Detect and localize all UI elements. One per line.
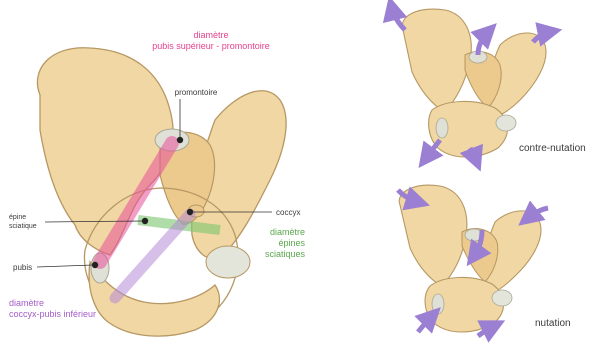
- contre-nutation-pelvis: [402, 9, 546, 157]
- curved-arrow-icon: [426, 140, 440, 158]
- curved-arrow-icon: [392, 8, 405, 30]
- nutation-label: nutation: [535, 318, 571, 329]
- epines-diameter-2: épines: [278, 238, 305, 248]
- main-pelvis: [37, 48, 286, 336]
- epine-label-1: épine: [9, 214, 26, 221]
- contre-nutation-label: contre-nutation: [519, 143, 586, 154]
- epine-label-2: sciatique: [9, 223, 37, 230]
- promontoire-label: promontoire: [175, 88, 218, 97]
- sup-diameter-title-1: diamètre: [193, 30, 228, 40]
- inf-diameter-title-1: diamètre: [9, 298, 44, 308]
- epines-diameter-1: diamètre: [270, 227, 305, 237]
- sup-diameter-title-2: pubis supérieur - promontoire: [152, 41, 270, 51]
- curved-arrow-icon: [418, 316, 432, 332]
- inf-diameter-title-2: coccyx-pubis inférieur: [9, 309, 96, 319]
- nutation-pelvis: [399, 185, 541, 332]
- coccyx-label: coccyx: [276, 208, 300, 217]
- right-acetabulum: [206, 246, 250, 278]
- curved-arrow-icon: [528, 208, 548, 218]
- epines-diameter-3: sciatiques: [265, 249, 306, 259]
- pubis-label: pubis: [13, 263, 32, 272]
